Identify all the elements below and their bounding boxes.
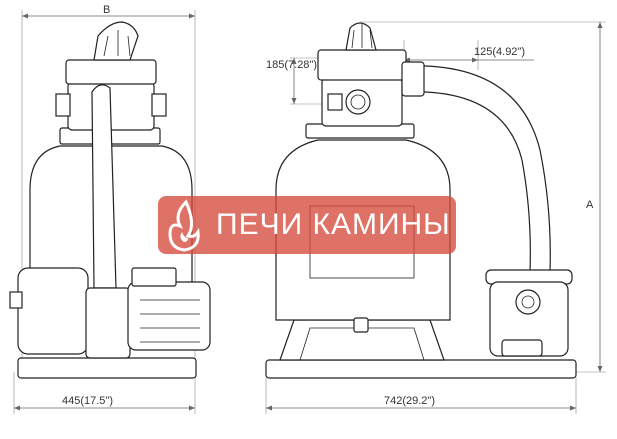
side-pump-body [85,287,131,359]
watermark-text: ПЕЧИ КАМИНЫ [216,208,451,241]
dimension-125-label: 125(4.92") [474,46,525,58]
front-valve-handle [345,22,377,51]
side-valve-lid [65,59,157,85]
front-view [265,22,577,379]
side-hose [91,84,117,289]
side-valve-port-left [55,93,71,117]
side-pump-motor [127,281,211,351]
front-valve-lid [317,49,407,81]
dimension-a-label: A [586,199,594,211]
dimension-445: 445(17.5") [13,372,196,414]
flame-logo-icon [168,199,200,252]
side-base [17,357,197,379]
front-pump-port [515,289,541,315]
dimension-185-label: 185(7.28") [266,59,317,71]
side-valve-handle [93,21,139,61]
side-valve-port-right [151,93,167,117]
side-view [9,21,211,379]
front-valve-port [345,89,371,115]
dimension-742-label: 742(29.2") [384,395,435,407]
dimension-445-label: 445(17.5") [62,395,113,407]
front-drain-plug [353,317,369,333]
dimension-742: 742(29.2") [265,378,577,414]
front-base [265,359,577,379]
dimension-b-label: B [103,4,110,16]
side-pump-strainer [17,267,89,355]
watermark-banner: ПЕЧИ КАМИНЫ [158,196,456,254]
dimension-125: 125(4.92") [403,40,534,72]
